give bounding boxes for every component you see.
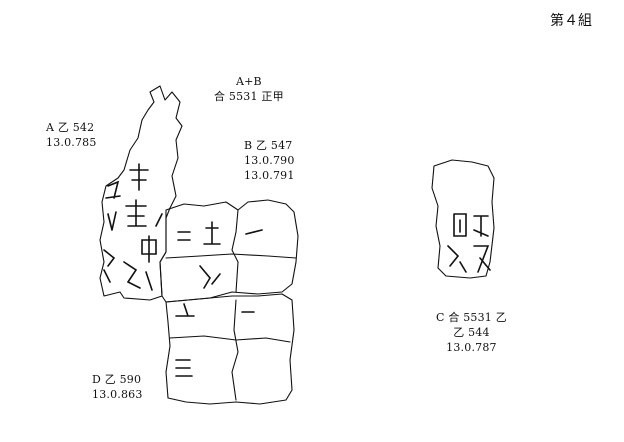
label-d-line2: 13.0.863 [92, 388, 143, 401]
fragment-b-crack [231, 209, 239, 293]
fragment-b-outline [159, 199, 299, 303]
label-c: C 合 5531 乙 乙 544 13.0.787 [436, 310, 507, 355]
fragment-c-glyphs [447, 213, 491, 273]
label-ab-line2: 合 5531 正甲 [214, 90, 284, 103]
label-b-line3: 13.0.791 [244, 169, 295, 182]
label-c-line1: C 合 5531 乙 [436, 311, 507, 324]
label-ab-line1: A+B [235, 75, 262, 88]
label-b: B 乙 547 13.0.790 13.0.791 [244, 138, 295, 183]
label-a-line2: 13.0.785 [46, 136, 97, 149]
fragment-d-outline [165, 293, 295, 405]
fragment-b-glyphs [175, 221, 263, 317]
fragment-b-lower-edge [165, 253, 297, 259]
fragment-c-outline [431, 159, 495, 279]
fragment-a-outline [99, 85, 183, 301]
fragment-a-glyphs [103, 163, 163, 291]
label-c-line2: 乙 544 [453, 326, 490, 339]
group-number-label: 第４組 [550, 13, 592, 29]
fragment-d-crack [231, 299, 239, 401]
fragment-d-edge [169, 335, 291, 343]
label-c-line3: 13.0.787 [446, 341, 497, 354]
fragment-d-glyphs [175, 311, 255, 377]
label-d: D 乙 590 13.0.863 [92, 372, 143, 402]
label-a: A 乙 542 13.0.785 [46, 120, 97, 150]
label-b-line2: 13.0.790 [244, 154, 295, 167]
label-a-line1: A 乙 542 [46, 121, 95, 134]
label-ab: A+B 合 5531 正甲 [214, 74, 284, 104]
label-b-line1: B 乙 547 [244, 139, 293, 152]
label-d-line1: D 乙 590 [92, 373, 142, 386]
